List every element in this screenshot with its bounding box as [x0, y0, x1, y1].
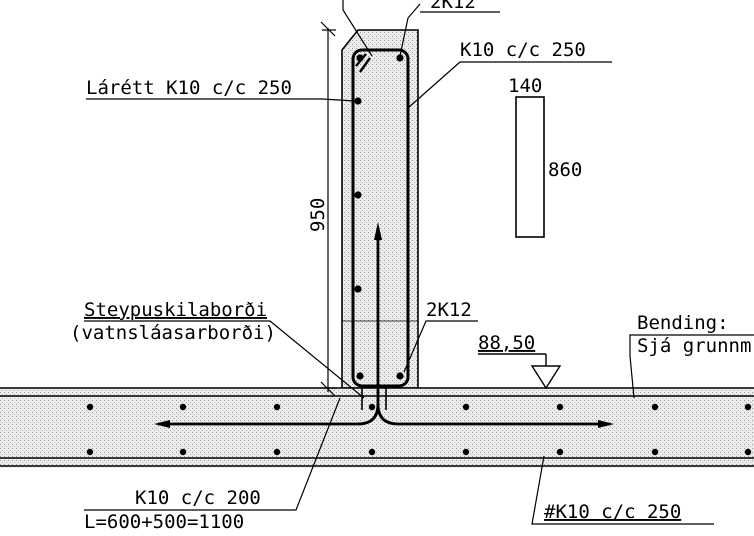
horizontal-bars-label: Lárétt K10 c/c 250 — [86, 77, 292, 99]
anchor-bar-length: L=600+500=1100 — [84, 511, 244, 533]
bending-leader — [629, 334, 754, 399]
slab-mesh-label: #K10 c/c 250 — [544, 501, 681, 523]
level-triangle — [478, 353, 562, 390]
stirrup-label: K10 c/c 250 — [460, 39, 586, 61]
top-bar-label: 2K12 — [430, 0, 476, 13]
height-dimension — [320, 21, 336, 397]
bottom-bar-leader — [403, 320, 478, 373]
slab-mesh-leader — [531, 455, 714, 525]
waterstop-label-sub: (vatnsláasarborði) — [70, 322, 276, 344]
anchor-bar-label: K10 c/c 200 — [135, 487, 261, 509]
slab-rebar-dots — [86, 403, 752, 456]
stirrup-shape — [515, 96, 545, 238]
waterstop — [361, 388, 387, 410]
bending-label: Bending: — [637, 312, 729, 334]
level-mark: 88,50 — [478, 332, 535, 354]
waterstop-leader — [84, 320, 365, 399]
top-bar-leader — [342, 0, 421, 57]
bending-reference: Sjá grunnm — [637, 335, 751, 357]
stirrup — [351, 48, 410, 388]
stirrup-width: 140 — [508, 75, 542, 97]
stirrup-leader — [407, 61, 612, 109]
bottom-bar-label: 2K12 — [426, 299, 472, 321]
wall-rebar-dots — [354, 54, 404, 380]
anchor-bar — [158, 228, 610, 426]
horizontal-bars-leader — [86, 98, 356, 102]
anchor-bar-leader — [84, 397, 341, 511]
waterstop-label: Steypuskilaborði — [84, 299, 267, 321]
stirrup-height: 860 — [548, 159, 582, 181]
height-dimension-value: 950 — [307, 198, 329, 232]
